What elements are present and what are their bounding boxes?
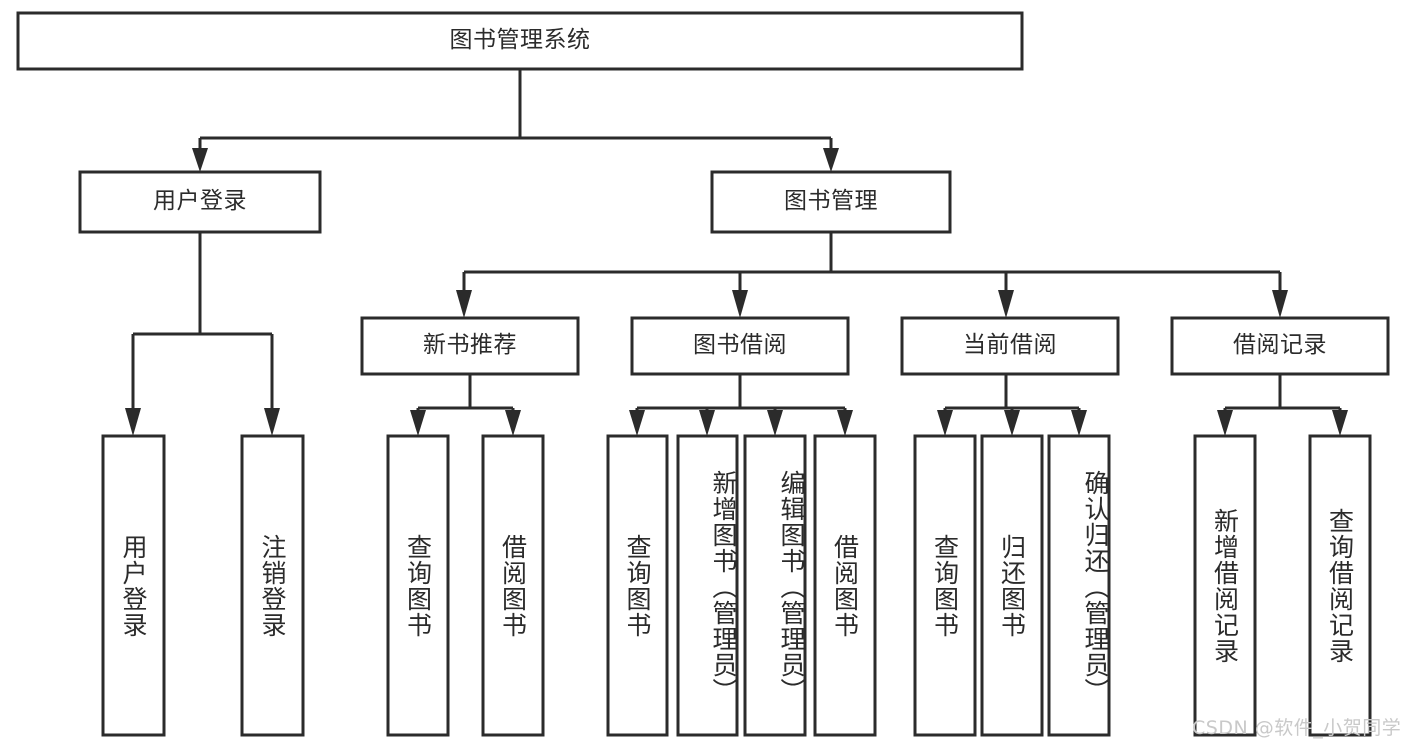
arrowhead-book-borrow: [732, 290, 748, 318]
node-box-leaf-borrow-book-rec[interactable]: [481, 434, 545, 737]
node-box-leaf-query-book-borrow[interactable]: [606, 434, 669, 737]
arrowhead-leaf-add-record: [1217, 410, 1233, 436]
arrowhead-leaf-logout-login: [264, 408, 280, 436]
node-box-user-login[interactable]: [78, 170, 322, 234]
node-box-leaf-edit-book[interactable]: [743, 434, 807, 737]
arrowhead-leaf-query-book-cur: [937, 410, 953, 436]
node-box-leaf-query-book-rec[interactable]: [386, 434, 450, 737]
node-box-leaf-add-book[interactable]: [676, 434, 739, 737]
node-box-borrow-record[interactable]: [1170, 316, 1390, 376]
arrowhead-current-borrow: [998, 290, 1014, 318]
node-box-new-book-rec[interactable]: [360, 316, 580, 376]
arrowhead-leaf-add-book: [699, 410, 715, 436]
node-box-book-manage[interactable]: [710, 170, 952, 234]
arrowhead-leaf-edit-book: [767, 410, 783, 436]
arrowhead-book-manage: [823, 148, 839, 172]
arrowhead-leaf-query-book-borrow: [629, 410, 645, 436]
arrowhead-leaf-borrow-book: [837, 410, 853, 436]
arrowhead-user-login: [192, 148, 208, 172]
arrowhead-new-book-rec: [456, 290, 472, 318]
arrowhead-leaf-query-record: [1332, 410, 1348, 436]
arrowhead-leaf-user-login: [125, 408, 141, 436]
arrowhead-borrow-record: [1272, 290, 1288, 318]
node-box-leaf-confirm-return[interactable]: [1047, 434, 1111, 737]
node-box-leaf-return-book[interactable]: [980, 434, 1044, 737]
node-box-leaf-logout-login[interactable]: [240, 434, 305, 737]
node-box-leaf-query-book-cur[interactable]: [913, 434, 977, 737]
arrowhead-leaf-return-book: [1004, 410, 1020, 436]
node-box-current-borrow[interactable]: [900, 316, 1120, 376]
node-box-book-borrow[interactable]: [630, 316, 850, 376]
node-box-leaf-add-record[interactable]: [1193, 434, 1257, 737]
arrowhead-leaf-confirm-return: [1071, 410, 1087, 436]
node-box-leaf-borrow-book[interactable]: [813, 434, 877, 737]
arrowhead-leaf-query-book-rec: [410, 410, 426, 436]
node-box-leaf-user-login[interactable]: [101, 434, 166, 737]
arrowhead-leaf-borrow-book-rec: [505, 410, 521, 436]
node-box-leaf-query-record[interactable]: [1308, 434, 1372, 737]
node-box-root[interactable]: [16, 11, 1024, 71]
